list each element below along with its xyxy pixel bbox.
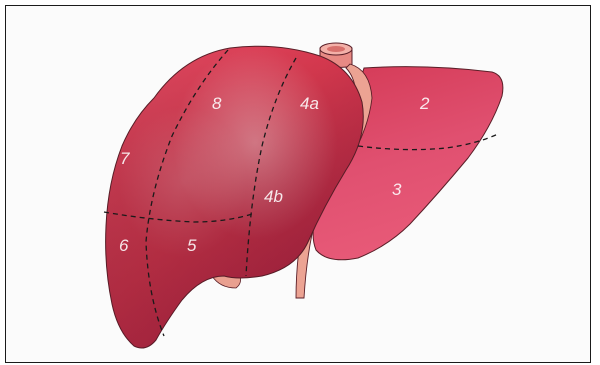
segment-label-3: 3 xyxy=(392,180,402,199)
diagram-frame: 2 3 4a 4b 5 6 7 8 xyxy=(5,5,591,363)
segment-label-5: 5 xyxy=(187,236,197,255)
right-lobe xyxy=(106,46,364,348)
segment-label-4a: 4a xyxy=(300,94,319,113)
segment-label-8: 8 xyxy=(212,94,222,113)
liver-diagram: 2 3 4a 4b 5 6 7 8 xyxy=(6,6,591,363)
segment-label-7: 7 xyxy=(120,149,130,168)
segment-label-6: 6 xyxy=(119,236,129,255)
segment-label-4b: 4b xyxy=(264,187,283,206)
segment-label-2: 2 xyxy=(419,94,430,113)
